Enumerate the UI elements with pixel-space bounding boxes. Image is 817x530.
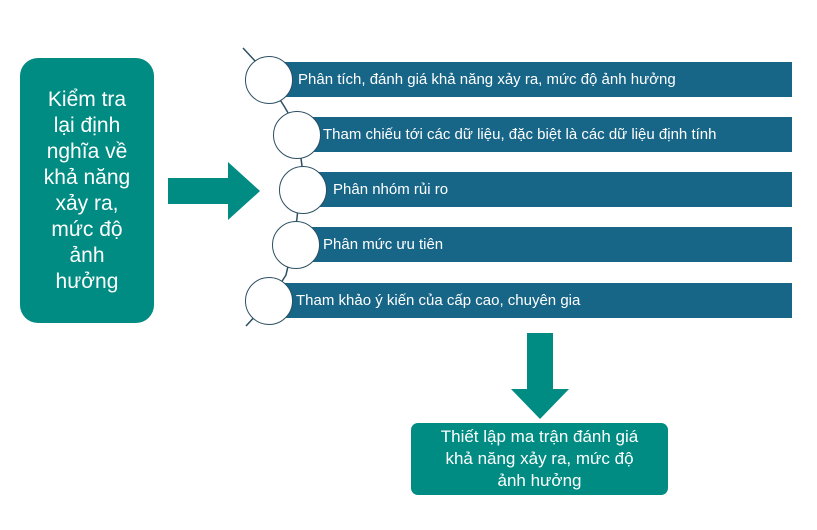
definition-review-line: nghĩa về xyxy=(46,139,128,163)
risk-matrix-line: Thiết lập ma trận đánh giá xyxy=(440,427,639,446)
step-marker-circle xyxy=(273,111,321,159)
step-marker-circle xyxy=(279,166,327,214)
definition-review-line: lại định xyxy=(53,113,121,137)
step-bar: Phân nhóm rủi ro xyxy=(303,172,792,207)
step-label: Tham chiếu tới các dữ liệu, đặc biệt là … xyxy=(323,126,717,143)
step-bar: Phân tích, đánh giá khả năng xảy ra, mức… xyxy=(269,62,792,97)
step-bar: Tham khảo ý kiến của cấp cao, chuyên gia xyxy=(269,283,792,318)
step-bar: Phân mức ưu tiên xyxy=(296,227,792,262)
step-bar: Tham chiếu tới các dữ liệu, đặc biệt là … xyxy=(298,117,792,152)
step-label: Phân nhóm rủi ro xyxy=(333,181,449,198)
definition-review-box: Kiểm tra lại định nghĩa về khả năng xảy … xyxy=(20,58,154,323)
risk-matrix-box: Thiết lập ma trận đánh giá khả năng xảy … xyxy=(411,423,668,495)
definition-review-line: khả năng xyxy=(43,165,131,189)
step-label: Phân mức ưu tiên xyxy=(323,236,444,253)
definition-review-line: ảnh xyxy=(69,243,105,267)
risk-matrix-line: ảnh hưởng xyxy=(497,471,582,490)
step-label: Phân tích, đánh giá khả năng xảy ra, mức… xyxy=(298,71,676,88)
definition-review-line: hưởng xyxy=(55,269,119,293)
definition-review-line: mức độ xyxy=(51,217,123,241)
definition-review-text: Kiểm tra lại định nghĩa về khả năng xảy … xyxy=(44,87,130,295)
right-arrow-icon xyxy=(168,162,260,220)
definition-review-line: Kiểm tra xyxy=(47,87,127,111)
step-marker-circle xyxy=(245,56,293,104)
risk-matrix-line: khả năng xảy ra, mức độ xyxy=(445,449,634,468)
step-marker-circle xyxy=(272,221,320,269)
risk-matrix-text: Thiết lập ma trận đánh giá khả năng xảy … xyxy=(441,426,639,492)
down-arrow-icon xyxy=(511,333,569,419)
step-label: Tham khảo ý kiến của cấp cao, chuyên gia xyxy=(296,292,581,309)
definition-review-line: xảy ra, xyxy=(55,191,119,215)
step-marker-circle xyxy=(245,277,293,325)
